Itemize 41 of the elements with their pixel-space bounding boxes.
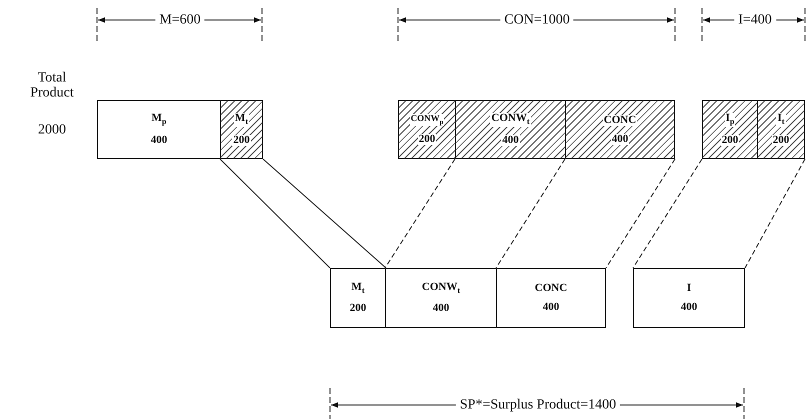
segment-value: 400	[432, 303, 450, 314]
segment-name: CONW$_{t}$	[420, 282, 462, 296]
segment-name: M$_{t}$	[234, 113, 250, 127]
segment-value: 400	[680, 302, 698, 313]
connector-line	[262, 158, 386, 268]
segment-value: 200	[348, 303, 368, 314]
segment-value: 200	[772, 134, 790, 146]
hatched-bar-segment	[565, 100, 675, 159]
segment-name: M$_{p}$	[150, 113, 168, 127]
bar-segment	[496, 268, 606, 328]
segment-value: 400	[150, 134, 168, 146]
segment-value: 200	[232, 134, 251, 146]
hatched-bar-segment	[702, 100, 758, 159]
hatched-bar-segment	[757, 100, 805, 159]
segment-name: CONC	[602, 114, 638, 126]
segment-value: 400	[542, 302, 560, 313]
segment-name: M$_{t}$	[350, 282, 366, 296]
bar-segment	[633, 268, 745, 328]
segment-value: 400	[610, 134, 630, 144]
hatched-bar-segment	[220, 100, 263, 159]
connector-line	[220, 158, 330, 268]
bar-segment	[385, 268, 497, 328]
segment-name: I	[686, 283, 692, 294]
segment-value: 200	[418, 134, 436, 146]
connector-line	[744, 158, 806, 268]
connector-line	[496, 158, 566, 268]
hatched-bar-segment	[455, 100, 566, 159]
segment-value: 400	[501, 134, 520, 146]
segment-name: CONW$_{p}$	[410, 114, 444, 126]
bar-segment	[330, 268, 386, 328]
segment-name: CONC	[534, 283, 568, 294]
segment-name: CONW$_{t}$	[490, 113, 531, 127]
segment-name: I$_{t}$	[776, 113, 786, 127]
connector-line	[384, 158, 456, 268]
bar-segment	[97, 100, 221, 159]
segment-value: 200	[720, 134, 740, 146]
connector-line	[632, 158, 702, 268]
segment-name: I$_{p}$	[724, 113, 736, 127]
connector-line	[606, 158, 676, 268]
hatched-bar-segment	[398, 100, 456, 159]
dimension-label: SP*=Surplus Product=1400	[456, 397, 620, 413]
